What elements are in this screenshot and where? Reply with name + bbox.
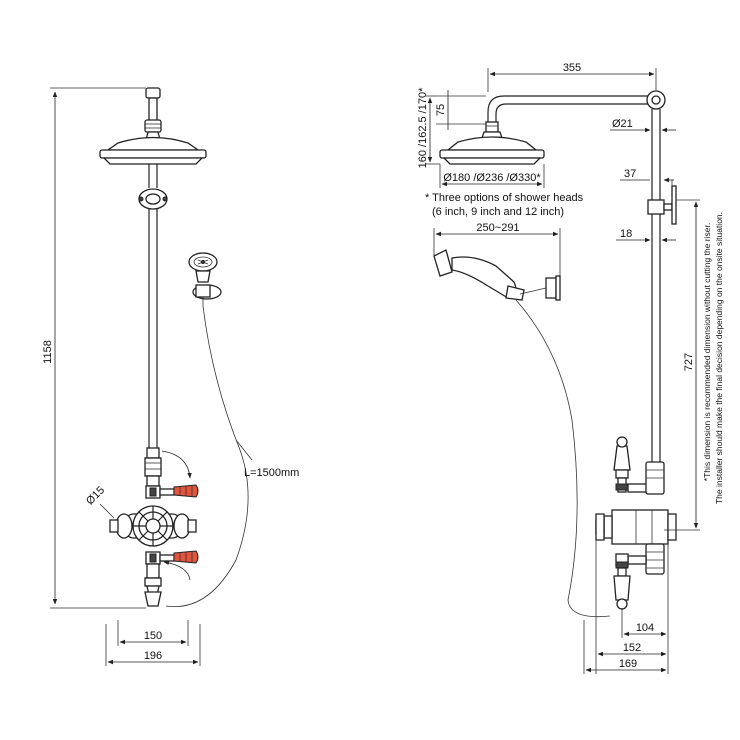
handset-side: [433, 249, 561, 301]
height-dimension-label: 1158: [42, 340, 54, 364]
diverter-front: [144, 447, 199, 499]
width-dimension-label: 196: [144, 650, 162, 662]
head-height-dimension: 160 /162.5 /170*: [417, 87, 440, 168]
riser-diameter-dimension: Ø21: [610, 118, 676, 133]
drop-dimension-label: 75: [435, 104, 447, 116]
shower-arm-front: [144, 87, 162, 141]
pipe-diameter-label: Ø15: [84, 484, 107, 507]
valve-side: [595, 436, 677, 610]
bottom-dimensions: 104 152 169: [583, 540, 669, 674]
wall-bracket-side: [647, 185, 677, 225]
hose-leader-line: [235, 439, 253, 461]
width-dimensions: 150 196: [105, 620, 201, 666]
riser-pipe-front: [148, 164, 158, 448]
pipe-diameter-leader: [99, 503, 115, 519]
projection-dimension-label: 355: [563, 62, 581, 74]
head-height-dimension-label: 160 /162.5 /170*: [417, 87, 429, 168]
riser-note-line2: The installer should make the final deci…: [714, 212, 724, 504]
shower-head-side: [439, 121, 545, 165]
shower-head-note-line1: * Three options of shower heads: [425, 192, 584, 204]
riser-length-label: 727: [683, 353, 695, 371]
riser-offset-dimension: 18: [616, 228, 676, 243]
shower-arm-side: [487, 90, 666, 122]
drop-dimension: 75: [435, 90, 486, 130]
hose-side: [515, 299, 611, 618]
handset-length-label: 250~291: [476, 222, 519, 234]
riser-bracket-front: [138, 188, 168, 210]
riser-offset-label: 18: [620, 228, 632, 240]
riser-length-dimension: 727: [664, 199, 700, 531]
front-view: L=1500mm Ø15 1158 150 196: [42, 87, 299, 666]
overall-projection-label: 169: [619, 658, 637, 670]
hose-front: [165, 305, 249, 608]
handset-front: [188, 252, 222, 306]
valve-body-front: [109, 505, 197, 547]
head-diameter-dimension: Ø180 /Ø236 /Ø330*: [439, 164, 545, 188]
projection-dimension: 355: [487, 62, 657, 92]
lower-handle-front: [144, 550, 199, 607]
riser-diameter-label: Ø21: [612, 118, 633, 130]
centres-dimension-label: 150: [144, 630, 162, 642]
bracket-offset-dimension: 37: [620, 168, 674, 186]
side-view: 355 75 160 /162.5 /170* Ø21 37: [417, 62, 724, 674]
riser-pipe-side: [651, 109, 661, 462]
shower-head-front: [99, 136, 207, 165]
valve-projection-label: 152: [623, 642, 641, 654]
shower-head-note-line2: (6 inch, 9 inch and 12 inch): [432, 206, 564, 218]
bracket-offset-label: 37: [624, 168, 636, 180]
head-diameter-label: Ø180 /Ø236 /Ø330*: [443, 172, 541, 184]
valve-depth-label: 104: [636, 622, 654, 634]
height-dimension: 1158: [42, 87, 146, 609]
handset-length-dimension: 250~291: [433, 222, 561, 276]
riser-note-line1: *This dimension is recommended dimension…: [702, 223, 712, 481]
hose-length-label: L=1500mm: [244, 467, 299, 479]
